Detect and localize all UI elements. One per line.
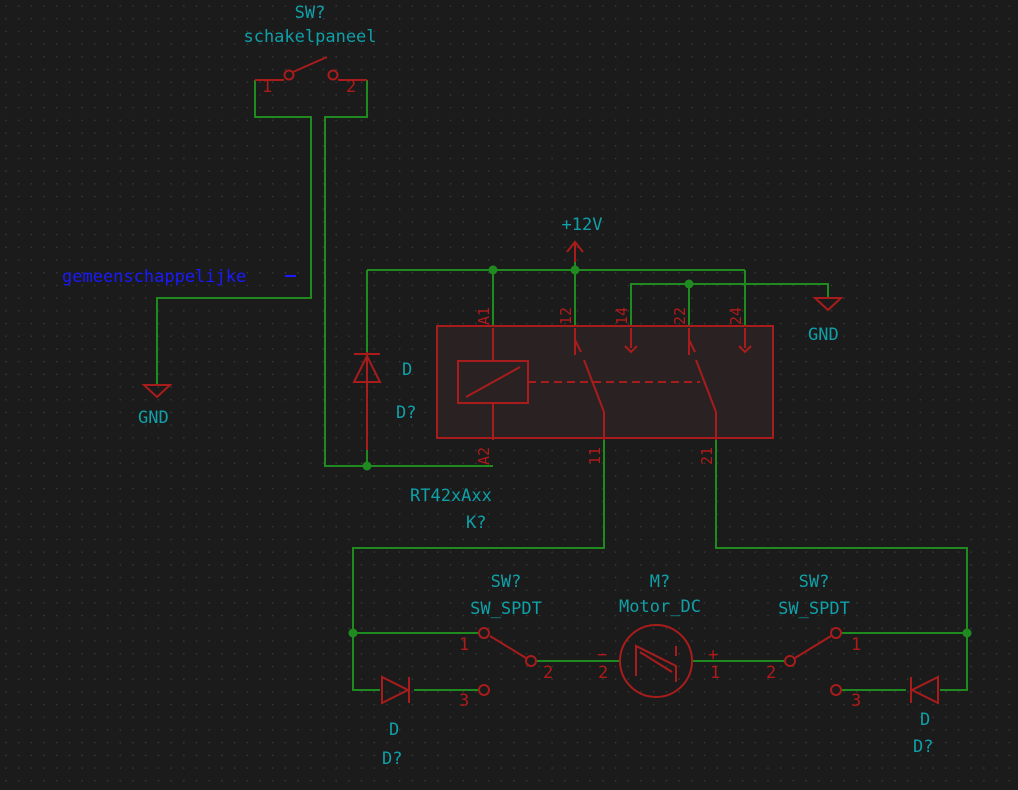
switch-panel-pin2: 2: [346, 77, 356, 97]
switch-right-pin1: 1: [851, 635, 861, 655]
relay-pin-21: 21: [698, 447, 716, 465]
switch-panel-ref: SW?: [295, 3, 326, 23]
motor-value: Motor_DC: [619, 597, 701, 617]
switch-panel-symbol[interactable]: SW? schakelpaneel 1 2: [243, 3, 376, 97]
switch-panel-pin1: 1: [262, 77, 272, 97]
motor-plus-sign: +: [708, 645, 718, 665]
motor-pin-plus: 1: [710, 663, 720, 683]
diode-left-symbol[interactable]: D D?: [381, 675, 411, 769]
switch-panel-value: schakelpaneel: [243, 27, 376, 47]
motor-minus-sign: −: [597, 645, 607, 665]
net-label-gemeenschappelijke[interactable]: gemeenschappelijke: [62, 267, 296, 287]
diode-left-value: D: [389, 720, 399, 740]
relay-pin-24: 24: [727, 307, 745, 325]
diode-flyback-value: D: [402, 360, 412, 380]
diode-right-value: D: [920, 710, 930, 730]
motor-ref: M?: [650, 572, 670, 592]
relay-pin-a1: A1: [475, 307, 493, 325]
wires[interactable]: [156, 80, 968, 691]
diode-right-symbol[interactable]: D D?: [909, 675, 939, 757]
switch-left-pin2: 2: [543, 663, 553, 683]
switch-right-pin2: 2: [766, 663, 776, 683]
gnd-symbol-left[interactable]: GND: [138, 384, 173, 428]
junctions: [348, 265, 972, 638]
switch-left-pin1: 1: [459, 635, 469, 655]
diode-right-ref: D?: [913, 737, 933, 757]
switch-right-ref: SW?: [799, 572, 830, 592]
gnd-right-label: GND: [808, 325, 839, 345]
gnd-left-label: GND: [138, 408, 169, 428]
power-12v-symbol[interactable]: +12V: [562, 215, 603, 262]
switch-right-symbol[interactable]: SW? SW_SPDT 1 2 3: [766, 572, 861, 711]
switch-left-pin3: 3: [459, 691, 469, 711]
switch-left-value: SW_SPDT: [470, 599, 542, 619]
relay-pin-14: 14: [613, 307, 631, 325]
switch-right-value: SW_SPDT: [778, 599, 850, 619]
gnd-symbol-right[interactable]: GND: [808, 297, 844, 345]
net-label-text: gemeenschappelijke: [62, 267, 246, 287]
switch-left-symbol[interactable]: SW? SW_SPDT 1 2 3: [459, 572, 553, 711]
power-12v-label: +12V: [562, 215, 603, 235]
relay-ref: K?: [466, 513, 486, 533]
switch-left-ref: SW?: [491, 572, 522, 592]
switch-right-pin3: 3: [851, 691, 861, 711]
diode-flyback-ref: D?: [396, 403, 416, 423]
relay-pin-a2: A2: [475, 447, 493, 465]
motor-pin-minus: 2: [598, 663, 608, 683]
relay-value: RT42xAxx: [410, 486, 492, 506]
relay-pin-11: 11: [586, 447, 604, 465]
relay-pin-12: 12: [557, 307, 575, 325]
diode-left-ref: D?: [382, 749, 402, 769]
diode-flyback-symbol[interactable]: D D?: [352, 352, 416, 450]
relay-pin-22: 22: [671, 307, 689, 325]
motor-symbol[interactable]: M? Motor_DC − + 2 1: [597, 572, 720, 698]
relay-symbol[interactable]: A1 12 14 22 24 A2 11 21 RT42xAxx K?: [410, 307, 774, 533]
